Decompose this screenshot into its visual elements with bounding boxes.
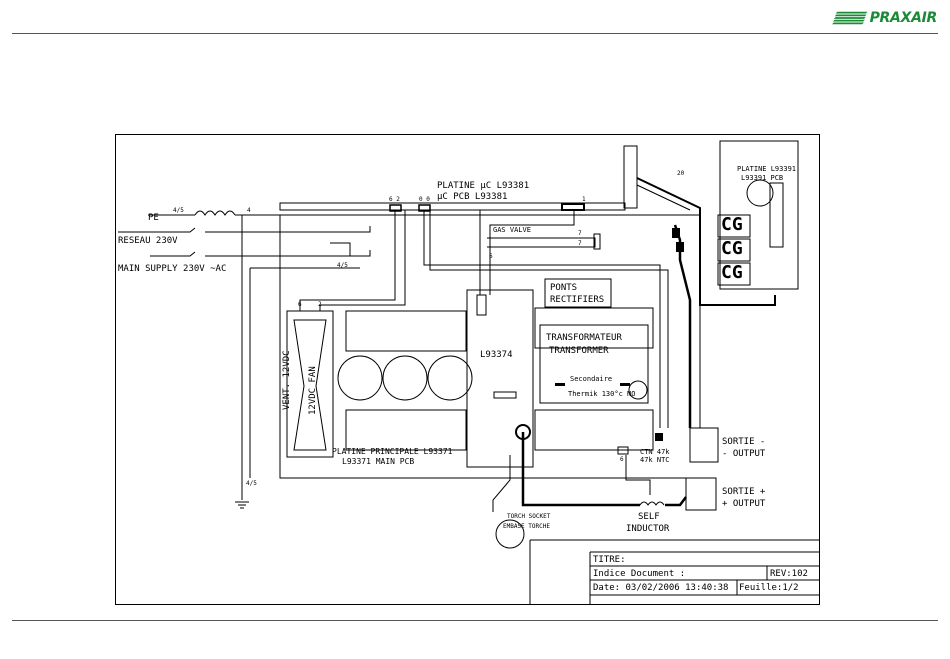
- transformateur-label: TRANSFORMATEUR: [546, 333, 622, 343]
- wire-label: 4: [247, 207, 251, 214]
- ntc-label: 47k NTC: [640, 456, 670, 464]
- wire-label: 20: [677, 170, 685, 177]
- l93391-pcb-label: L93391 PCB: [741, 174, 784, 182]
- wire-label: 4/5: [246, 480, 257, 487]
- l93374-label: L93374: [480, 350, 513, 360]
- feuille-field: Feuille:1/2: [739, 583, 799, 593]
- wire-label: 2: [318, 301, 322, 308]
- praxair-logo: PRAXAIR: [832, 7, 937, 29]
- ponts-label: PONTS: [550, 283, 578, 293]
- pe-label: PE: [148, 213, 159, 223]
- seven-segment-display: CG: [721, 238, 743, 259]
- vent-label: VENT. 12VDC: [282, 350, 292, 410]
- footer-rule: [12, 620, 938, 621]
- wire-label: 4/5: [173, 207, 184, 214]
- pin-label: 6 2: [389, 196, 400, 203]
- inductor-label: INDUCTOR: [626, 524, 670, 534]
- sortie-plus-label: SORTIE +: [722, 487, 766, 497]
- platine-uc-label: PLATINE µC L93381: [437, 181, 530, 191]
- wire-label: 6: [620, 456, 624, 463]
- main-pcb-label: L93371 MAIN PCB: [342, 457, 415, 466]
- secondaire-label: Secondaire: [570, 375, 613, 383]
- platine-principale-label: PLATINE PRINCIPALE L93371: [332, 447, 453, 456]
- logo-text: PRAXAIR: [869, 10, 938, 26]
- gas-valve-label: GAS VALVE: [493, 226, 531, 234]
- seven-segment-display: CG: [721, 262, 743, 283]
- rev-field: REV:102: [770, 569, 808, 579]
- date-field: Date: 03/02/2006 13:40:38: [593, 583, 729, 593]
- header-rule: [12, 33, 938, 34]
- torch-socket-label: TORCH SOCKET: [507, 513, 551, 520]
- fan-label: 12VDC FAN: [308, 366, 318, 415]
- wire-label: 6: [489, 253, 493, 260]
- transformer-label: TRANSFORMER: [549, 346, 609, 356]
- pin-label: 0 0: [419, 196, 430, 203]
- praxair-stripes-icon: [832, 11, 868, 25]
- wire-label: 6: [298, 301, 302, 308]
- uc-pcb-label: µC PCB L93381: [437, 192, 508, 202]
- output-minus-label: - OUTPUT: [722, 449, 766, 459]
- titre-field: TITRE:: [593, 555, 626, 565]
- main-supply-label: MAIN SUPPLY 230V ~AC: [118, 264, 227, 274]
- indice-field: Indice Document :: [593, 569, 686, 579]
- ctn-label: CTN 47k: [640, 448, 670, 456]
- sortie-minus-label: SORTIE -: [722, 437, 766, 447]
- thermik-label: Thermik 130°c NO: [568, 390, 636, 398]
- seven-segment-display: CG: [721, 214, 743, 235]
- self-label: SELF: [638, 512, 660, 522]
- wire-label: 7: [578, 240, 582, 247]
- diagram-frame: [115, 134, 820, 605]
- wire-label: 1: [582, 196, 586, 203]
- platine-l93391-label: PLATINE L93391: [737, 165, 797, 173]
- rectifiers-label: RECTIFIERS: [550, 295, 605, 305]
- embase-torche-label: EMBASE TORCHE: [503, 523, 550, 530]
- reseau-label: RESEAU 230V: [118, 236, 178, 246]
- wire-label: 7: [578, 230, 582, 237]
- wire-label: 4/5: [337, 262, 348, 269]
- output-plus-label: + OUTPUT: [722, 499, 766, 509]
